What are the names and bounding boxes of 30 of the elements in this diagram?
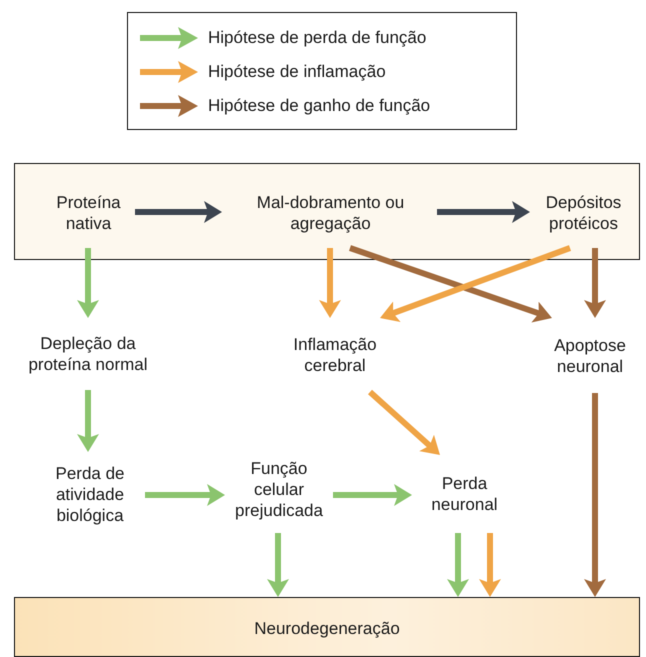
arrow [77, 390, 99, 452]
arrow [319, 248, 341, 318]
arrow [267, 533, 289, 597]
node-label: Apoptose neuronal [553, 334, 627, 376]
legend-label: Hipótese de ganho de função [208, 96, 430, 116]
arrow [349, 245, 552, 322]
node-label: Mal-dobramento ou agregação [256, 192, 406, 234]
node-label: Função celular prejudicada [234, 458, 324, 520]
node-label: Depleção da proteína normal [27, 333, 149, 375]
node-label: Inflamação cerebral [292, 334, 378, 376]
node-label: Perda neuronal [430, 473, 499, 515]
arrow [145, 484, 225, 506]
band-label: Neurodegeneração [254, 618, 400, 639]
node-label: Perda de atividade biológica [54, 463, 126, 526]
arrow [584, 248, 606, 318]
arrow [333, 484, 412, 506]
arrow [368, 390, 440, 455]
arrow [380, 245, 572, 322]
panel-band [14, 163, 640, 260]
arrow [437, 201, 530, 223]
panel-band [14, 597, 640, 657]
arrow [447, 533, 469, 597]
node-label: Depósitos protéicos [544, 192, 622, 234]
arrow [77, 248, 99, 318]
legend-label: Hipótese de inflamação [208, 62, 386, 82]
arrow [135, 201, 222, 223]
arrow [584, 393, 606, 597]
arrow [479, 533, 501, 597]
legend-label: Hipótese de perda de função [208, 28, 426, 48]
node-label: Proteína nativa [55, 192, 122, 234]
